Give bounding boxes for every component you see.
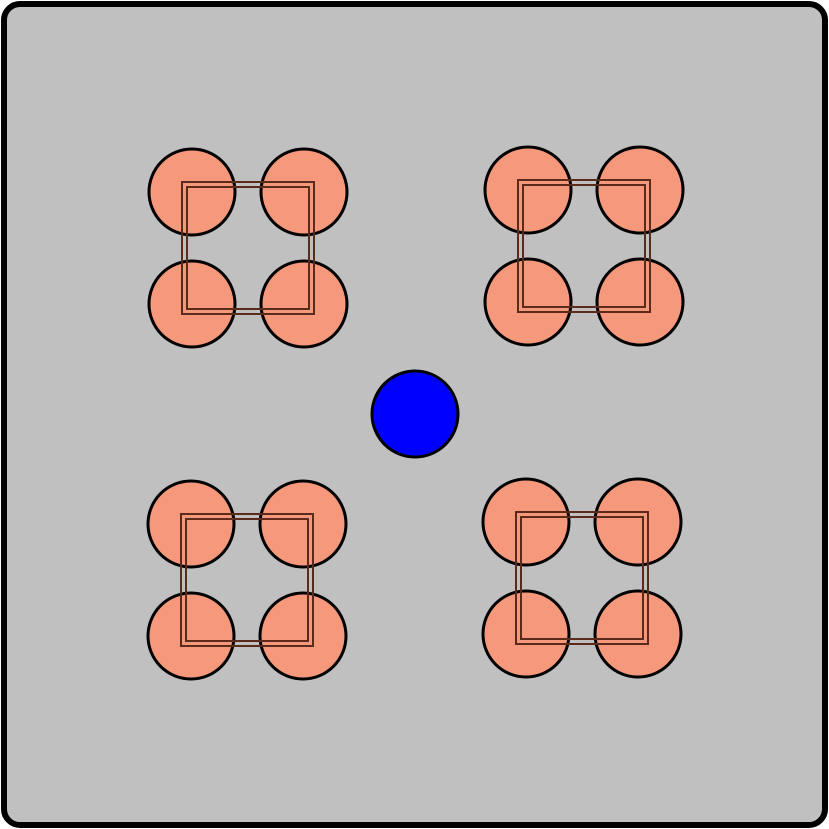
obstacle-circle-icon [481, 589, 571, 679]
obstacle-circle-icon [595, 257, 685, 347]
group-box-inner [186, 186, 310, 310]
obstacle-circle-icon [593, 477, 683, 567]
obstacle-circle-icon [595, 145, 685, 235]
obstacle-circle-icon [483, 257, 573, 347]
obstacle-circle-icon [147, 147, 237, 237]
obstacle-circle-icon [147, 259, 237, 349]
obstacle-group-top-right [483, 145, 685, 347]
agent-dot-icon[interactable] [370, 369, 460, 459]
group-box-outer [181, 181, 315, 315]
group-box-inner [522, 184, 646, 308]
obstacle-circle-icon [483, 145, 573, 235]
obstacle-circle-icon [259, 259, 349, 349]
obstacle-circle-icon [146, 591, 236, 681]
group-box-inner [185, 518, 309, 642]
obstacle-circle-icon [258, 479, 348, 569]
obstacle-circle-icon [258, 591, 348, 681]
obstacle-circle-icon [259, 147, 349, 237]
group-box-inner [520, 516, 644, 640]
group-box-outer [180, 513, 314, 647]
obstacle-group-top-left [147, 147, 349, 349]
obstacle-circle-icon [593, 589, 683, 679]
obstacle-groups [146, 145, 685, 681]
group-box-outer [515, 511, 649, 645]
obstacle-group-bottom-left [146, 479, 348, 681]
group-box-outer [517, 179, 651, 313]
obstacle-circle-icon [146, 479, 236, 569]
obstacle-circle-icon [481, 477, 571, 567]
obstacle-group-bottom-right [481, 477, 683, 679]
